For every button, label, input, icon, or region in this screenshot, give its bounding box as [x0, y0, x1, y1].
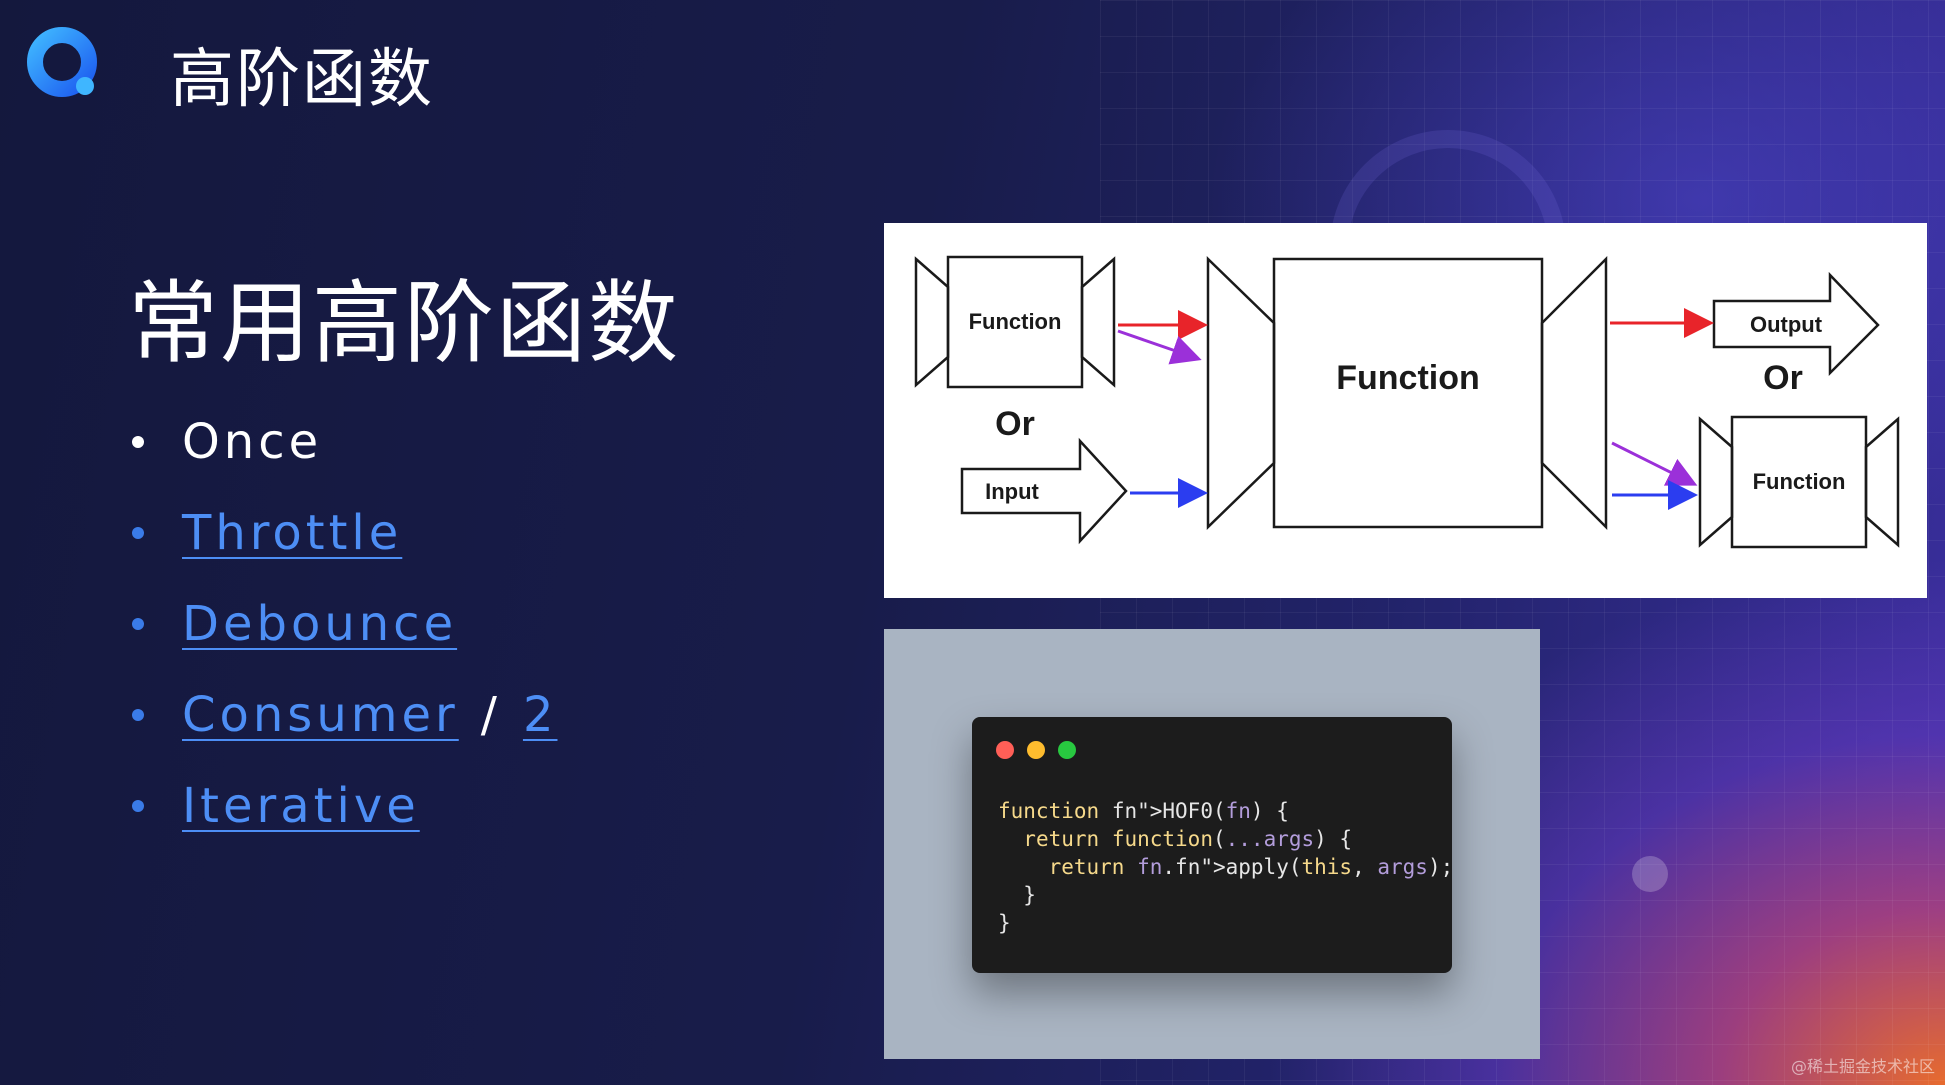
minimize-dot-icon [1027, 741, 1045, 759]
bullet-icon [132, 709, 144, 721]
code-screenshot-panel: function fn">HOF0(fn) { return function(… [884, 629, 1540, 1059]
code-window: function fn">HOF0(fn) { return function(… [972, 717, 1453, 973]
close-dot-icon [996, 741, 1014, 759]
list-item-throttle: Throttle [128, 503, 557, 594]
center-funnel-in [1206, 256, 1276, 530]
center-funnel-out [1540, 255, 1608, 531]
iterative-link[interactable]: Iterative [182, 778, 420, 834]
left-function-funnel-in [914, 256, 950, 388]
maximize-dot-icon [1058, 741, 1076, 759]
right-purple-arrow [1611, 441, 1698, 486]
bullet-icon [132, 618, 144, 630]
bullet-icon [132, 436, 144, 448]
header-title: 高阶函数 [170, 43, 434, 117]
output-arrow-shape [1712, 271, 1880, 377]
input-label: Input [985, 479, 1039, 504]
throttle-link[interactable]: Throttle [182, 505, 403, 561]
right-function-funnel-out [1864, 416, 1900, 548]
input-arrow-shape [960, 437, 1128, 545]
list-item-once: Once [128, 412, 557, 503]
code-block: function fn">HOF0(fn) { return function(… [998, 797, 1453, 937]
left-or-label: Or [995, 405, 1035, 443]
code-line: return fn.fn">apply(this, args); [1048, 855, 1454, 879]
hof-diagram-svg: Function Or Input Function Output Or Fun… [914, 255, 1900, 549]
code-line: } [1023, 883, 1036, 907]
consumer-2-link[interactable]: 2 [522, 687, 558, 743]
window-controls [996, 741, 1076, 759]
bullet-icon [132, 800, 144, 812]
left-purple-arrow [1117, 329, 1202, 365]
decorative-dot [1632, 856, 1668, 892]
app-logo-icon [27, 27, 97, 97]
debounce-link[interactable]: Debounce [182, 596, 458, 652]
code-line: return function(...args) { [1023, 827, 1353, 851]
right-function-label: Function [1753, 469, 1846, 494]
link-separator: / [480, 687, 501, 743]
output-label: Output [1750, 312, 1823, 337]
footer-credit: @稀土掘金技术社区 [1790, 1057, 1935, 1076]
list-item-label: Once [182, 414, 323, 470]
bullet-icon [132, 527, 144, 539]
code-line: function fn">HOF0(fn) { [998, 799, 1289, 823]
section-title: 常用高阶函数 [128, 271, 680, 376]
consumer-link[interactable]: Consumer [182, 687, 459, 743]
center-function-label: Function [1336, 359, 1480, 397]
left-function-funnel-out [1080, 256, 1116, 388]
list-item-iterative: Iterative [128, 776, 557, 867]
right-function-funnel-in [1698, 416, 1734, 548]
right-or-label: Or [1763, 359, 1803, 397]
code-line: } [998, 911, 1011, 935]
list-item-consumer: Consumer / 2 [128, 685, 557, 776]
list-item-debounce: Debounce [128, 594, 557, 685]
left-function-label: Function [969, 309, 1062, 334]
hof-diagram: Function Or Input Function Output Or Fun… [884, 223, 1927, 598]
hof-list: Once Throttle Debounce Consumer / 2 Iterat… [128, 412, 557, 867]
